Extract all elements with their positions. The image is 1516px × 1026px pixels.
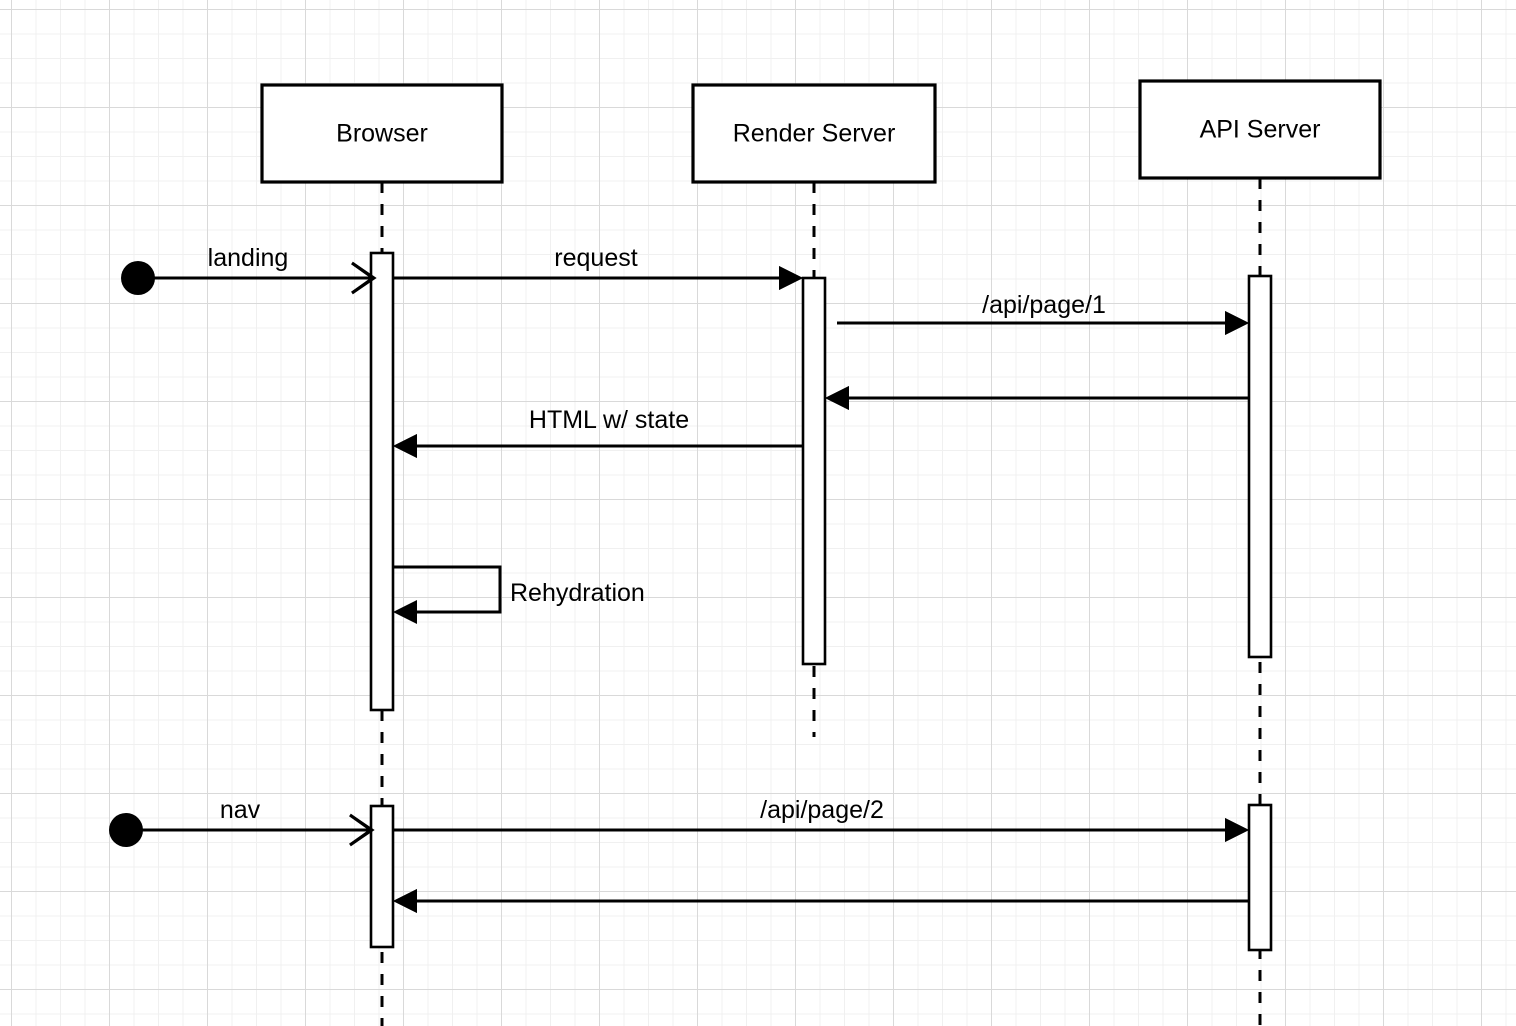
message-nav-label: nav — [220, 796, 261, 824]
participant-browser-box[interactable] — [260, 83, 504, 184]
message-api-page-1-label: /api/page/1 — [982, 291, 1106, 319]
html-state-arrowhead-overlay-icon — [393, 434, 417, 458]
message-api-page-1[interactable]: /api/page/1 — [837, 291, 1249, 335]
api-return-1-arrowhead-overlay-icon — [825, 386, 849, 410]
participant-api-server-box[interactable] — [1138, 79, 1382, 180]
message-request[interactable]: request — [393, 244, 803, 290]
actors-layer — [109, 261, 155, 847]
activation-api-server-2[interactable] — [1247, 803, 1273, 952]
api-return-2-arrowhead-overlay-icon — [393, 889, 417, 913]
message-rehydration[interactable]: Rehydration — [393, 565, 645, 624]
message-rehydration-arrowhead-icon — [393, 600, 417, 624]
participants-layer: Browser Render Server API Server — [260, 79, 1382, 184]
message-html-with-state-label: HTML w/ state — [529, 406, 689, 434]
api-page-1-arrowhead-overlay-icon — [1225, 311, 1249, 335]
message-nav[interactable]: nav — [126, 796, 374, 847]
request-arrowhead-overlay-icon — [779, 266, 803, 290]
message-rehydration-label: Rehydration — [510, 579, 645, 607]
participant-api-server[interactable]: API Server — [1138, 79, 1382, 180]
landing-arrowhead-overlay-icon — [351, 261, 377, 295]
activation-api-server-1[interactable] — [1247, 274, 1273, 659]
message-rehydration-line[interactable] — [393, 565, 502, 614]
api-page-2-arrowhead-overlay-icon — [1225, 818, 1249, 842]
participant-browser-label: Browser — [336, 120, 428, 148]
activation-browser-1[interactable] — [369, 251, 395, 712]
message-api-page-2-label: /api/page/2 — [760, 796, 884, 824]
activations-layer — [369, 251, 1273, 952]
participant-render-server-label: Render Server — [733, 120, 896, 148]
message-api-page-2[interactable]: /api/page/2 — [393, 796, 1249, 842]
message-api-return-1[interactable] — [825, 386, 1249, 410]
messages-layer: landing request /api/page/1 — [126, 244, 1249, 913]
message-html-with-state[interactable]: HTML w/ state — [393, 406, 803, 458]
message-landing[interactable]: landing — [138, 244, 376, 295]
participant-render-server[interactable]: Render Server — [691, 83, 937, 184]
message-request-label: request — [554, 244, 637, 272]
activation-render-server-1[interactable] — [801, 276, 827, 666]
actor-dot-landing-icon[interactable] — [121, 261, 155, 295]
actor-dot-nav-icon[interactable] — [109, 813, 143, 847]
nav-arrowhead-overlay-icon — [349, 813, 375, 847]
participant-api-server-label: API Server — [1200, 116, 1321, 144]
arrowheads-overlay-layer — [349, 261, 1249, 913]
activation-browser-2[interactable] — [369, 804, 395, 949]
message-api-return-2[interactable] — [393, 889, 1249, 913]
participant-render-server-box[interactable] — [691, 83, 937, 184]
participant-browser[interactable]: Browser — [260, 83, 504, 184]
message-landing-label: landing — [208, 244, 289, 272]
